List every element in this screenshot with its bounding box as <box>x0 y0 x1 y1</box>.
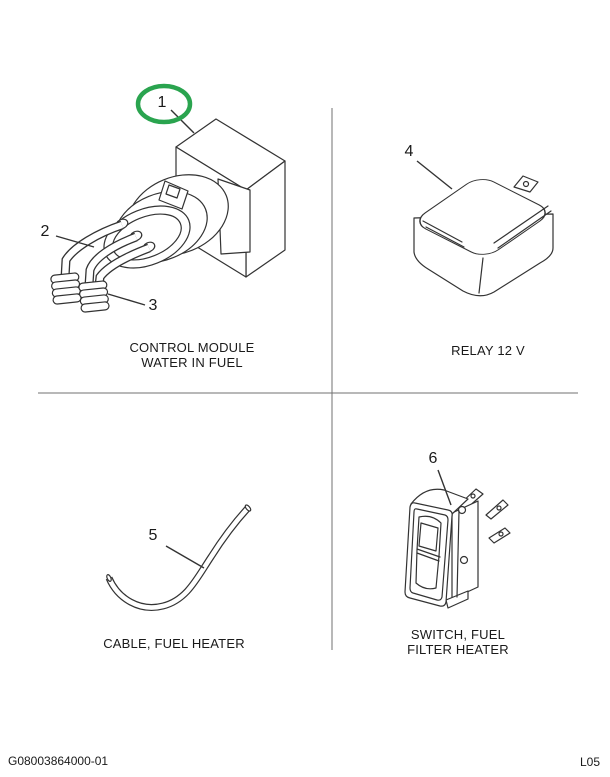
callout-1: 1 <box>157 94 167 111</box>
switch-top-cap <box>410 488 469 515</box>
callout-4-leader <box>416 160 453 190</box>
callout-3-leader <box>107 293 146 306</box>
label-control-module-line2: WATER IN FUEL <box>141 355 243 370</box>
label-cable: CABLE, FUEL HEATER <box>103 636 245 651</box>
label-switch: SWITCH, FUEL FILTER HEATER <box>407 627 509 657</box>
callout-4: 4 <box>404 143 414 160</box>
switch-bezel-inner <box>409 508 449 601</box>
label-switch-line2: FILTER HEATER <box>407 642 509 657</box>
switch-body-foot <box>445 590 469 609</box>
label-control-module: CONTROL MODULE WATER IN FUEL <box>129 340 254 370</box>
callout-5: 5 <box>148 527 158 544</box>
switch-top-pin <box>457 505 467 515</box>
label-control-module-line1: CONTROL MODULE <box>129 340 255 355</box>
cable-end-left <box>106 574 112 582</box>
cable-end-right <box>244 504 252 512</box>
label-switch-line1: SWITCH, FUEL <box>410 627 506 642</box>
wire-boot-2 <box>78 280 110 313</box>
page-code: L05 <box>580 755 601 769</box>
control-module-drawing <box>50 83 286 313</box>
relay-front-edge <box>478 257 484 294</box>
callout-1-leader <box>170 109 195 134</box>
label-cable-line1: CABLE, FUEL HEATER <box>103 636 245 651</box>
callout-2: 2 <box>40 223 50 240</box>
relay-tab-hole <box>522 180 530 188</box>
switch-side-hole <box>459 555 469 565</box>
switch-body <box>451 500 479 600</box>
connector-latch-detail <box>165 184 181 199</box>
relay-drawing <box>413 160 554 297</box>
label-relay: RELAY 12 V <box>451 343 525 358</box>
wires <box>60 220 151 287</box>
cable-drawing <box>105 504 252 611</box>
relay-tab <box>513 175 539 193</box>
figure-number: G08003864000-01 <box>8 754 109 768</box>
callout-2-leader <box>55 235 95 248</box>
callout-5-leader <box>165 545 205 569</box>
callout-6: 6 <box>428 450 438 467</box>
label-relay-line1: RELAY 12 V <box>451 343 525 358</box>
switch-drawing <box>404 469 511 609</box>
wire-boot-1 <box>50 272 82 305</box>
callout-3: 3 <box>148 297 158 314</box>
switch-rocker-inset <box>418 522 439 552</box>
highlight-circle <box>135 83 193 125</box>
callout-6-leader <box>437 469 452 506</box>
